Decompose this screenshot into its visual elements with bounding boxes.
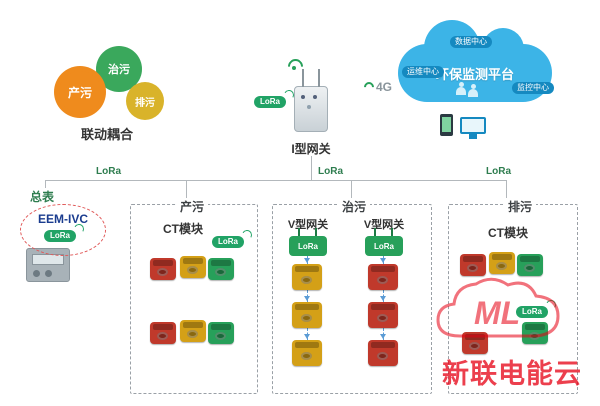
box-treat-label: 治污 bbox=[338, 198, 371, 215]
gear-produce-label: 产污 bbox=[67, 85, 92, 100]
connector-box-treat bbox=[351, 180, 352, 205]
ct-module-yellow bbox=[180, 320, 206, 342]
ct-module-yellow bbox=[292, 302, 322, 328]
ct-module-yellow bbox=[489, 252, 515, 274]
lora-badge-meter: LoRa bbox=[44, 230, 76, 242]
monitor-icon bbox=[460, 117, 486, 139]
antenna-icon bbox=[302, 69, 304, 87]
connector-box-discharge bbox=[506, 180, 507, 205]
box-produce-label: 产污 bbox=[176, 198, 209, 215]
ct-module-red bbox=[462, 332, 488, 354]
dashed-arrow bbox=[380, 328, 386, 340]
connector-meter bbox=[45, 180, 46, 188]
lora-badge-produce: LoRa bbox=[212, 236, 244, 248]
gear-treat-label: 治污 bbox=[108, 64, 130, 76]
person-icon bbox=[468, 84, 478, 98]
ct-module-green bbox=[517, 254, 543, 276]
antenna-icon bbox=[318, 69, 320, 87]
ct-module-yellow bbox=[292, 264, 322, 290]
gear-produce: 产污 bbox=[54, 66, 106, 118]
vgateway-left-device: LoRa bbox=[289, 228, 327, 256]
wifi-signal-icon bbox=[286, 58, 302, 74]
gear-discharge: 排污 bbox=[126, 82, 164, 120]
badge-ops-center: 运维中心 bbox=[402, 66, 444, 79]
meter-dashed-ellipse bbox=[20, 204, 106, 256]
ct-module-yellow bbox=[180, 256, 206, 278]
vgateway-right-lora: LoRa bbox=[374, 241, 394, 251]
ct-module-red bbox=[150, 322, 176, 344]
dashed-arrow bbox=[380, 256, 386, 264]
4g-label: 4G bbox=[376, 80, 393, 94]
dashed-arrow bbox=[304, 290, 310, 302]
dashed-arrow bbox=[304, 256, 310, 264]
ct-module-red bbox=[460, 254, 486, 276]
lora-badge-gateway: LoRa bbox=[254, 96, 286, 108]
vgateway-right-title: V型网关 bbox=[363, 219, 405, 231]
vgateway-left-title: V型网关 bbox=[287, 219, 329, 231]
meter-model: EEM-IVC bbox=[37, 212, 88, 226]
gateway-device-icon bbox=[294, 69, 328, 132]
ct-module-green bbox=[522, 322, 548, 344]
4g-signal-arc-icon bbox=[361, 79, 377, 95]
connector-gateway bbox=[311, 156, 312, 180]
phone-icon bbox=[440, 114, 453, 136]
ct-module-red bbox=[368, 264, 398, 290]
dashed-arrow bbox=[380, 290, 386, 302]
4g-icon: 4G bbox=[361, 79, 393, 95]
connector-box-produce bbox=[186, 180, 187, 205]
person-icon bbox=[456, 82, 466, 96]
badge-monitor-center: 监控中心 bbox=[512, 82, 554, 95]
ct-module-yellow bbox=[292, 340, 322, 366]
gateway-label: I型网关 bbox=[291, 142, 331, 156]
box-discharge-label: 排污 bbox=[504, 198, 537, 215]
ct-module-red bbox=[150, 258, 176, 280]
box-produce-ct-title: CT模块 bbox=[163, 222, 203, 236]
gear-discharge-label: 排污 bbox=[135, 97, 155, 109]
led-indicators bbox=[301, 95, 305, 99]
dashed-arrow bbox=[304, 328, 310, 340]
ct-module-red bbox=[368, 340, 398, 366]
ct-module-green bbox=[208, 258, 234, 280]
ct-module-green bbox=[208, 322, 234, 344]
vgateway-left-lora: LoRa bbox=[298, 241, 318, 251]
bus-lora-mid: LoRa bbox=[318, 166, 343, 177]
meter-knobs bbox=[33, 270, 40, 277]
vgateway-right-device: LoRa bbox=[365, 228, 403, 256]
bus-line bbox=[45, 180, 506, 181]
platform-title: 环保监测平台 bbox=[435, 67, 514, 82]
lora-badge-discharge: LoRa bbox=[516, 306, 548, 318]
badge-data-center: 数据中心 bbox=[450, 36, 492, 49]
bus-lora-right: LoRa bbox=[486, 166, 511, 177]
box-discharge-ct-title: CT模块 bbox=[488, 226, 528, 240]
gears-caption: 联动耦合 bbox=[80, 127, 133, 142]
meter-title: 总表 bbox=[30, 190, 55, 204]
ct-module-red bbox=[368, 302, 398, 328]
bus-lora-left: LoRa bbox=[96, 166, 121, 177]
